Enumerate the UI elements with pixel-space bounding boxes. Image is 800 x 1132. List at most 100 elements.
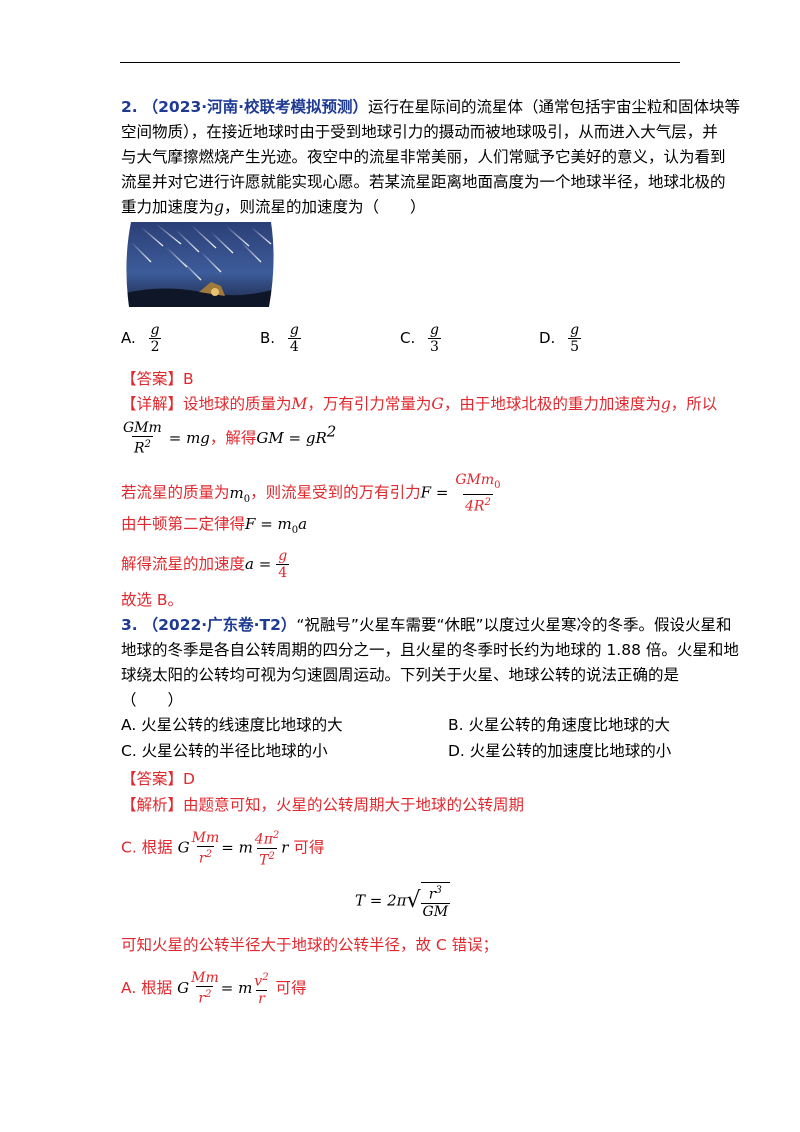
q3-line4: （ ） — [121, 691, 184, 709]
fraction-numerator: g — [278, 548, 288, 564]
fraction-denominator: 5 — [568, 338, 582, 355]
q3-period-equation: T = 2π√ r3 GM — [355, 882, 451, 920]
fraction-numerator: g — [289, 322, 299, 338]
sqrt-sign: √ — [406, 887, 421, 913]
meteor-shower-image — [121, 222, 278, 307]
q2-line4: 流星并对它进行许愿就能实现心愿。若某流星距离地面高度为一个地球半径，地球北极的 — [121, 173, 726, 191]
detail-text: 设地球的质量为 — [183, 395, 292, 413]
q2-source: （2023·河南·校联考模拟预测） — [142, 98, 369, 116]
q2-option-b[interactable]: B. g 4 — [260, 322, 301, 355]
q2-option-a[interactable]: A. g 2 — [121, 322, 162, 355]
symbol-G: G — [177, 978, 190, 997]
q2-option-c[interactable]: C. g 3 — [400, 322, 441, 355]
q3-line3: 球绕太阳的公转均可视为匀速圆周运动。下列关于火星、地球公转的说法正确的是 — [121, 666, 680, 684]
analysis-text: 由题意可知，火星的公转周期大于地球的公转周期 — [183, 796, 525, 814]
q2-text-5a: 重力加速度为 — [121, 198, 215, 216]
option-fraction: g 4 — [287, 322, 301, 355]
force-text: ，则流星受到的万有引力 — [250, 483, 421, 502]
q2-number: 2. — [121, 98, 138, 116]
eq3-fraction: GMm0 4R2 — [453, 472, 502, 514]
fraction-denominator: 2 — [148, 338, 162, 355]
q2-choose: 故选 B。 — [121, 591, 184, 609]
q3-option-d[interactable]: D. 火星公转的加速度比地球的小 — [448, 742, 672, 760]
q2-accel-line: 解得流星的加速度a = g 4 — [121, 548, 290, 581]
c-eq-mid: = m — [221, 838, 253, 857]
q3-conclusion: 可知火星的公转半径大于地球的公转半径，故 C 错误； — [121, 936, 499, 954]
c-fraction-2: 4π2 T2 — [253, 828, 281, 868]
newton-text: 由牛顿第二定律得 — [121, 515, 246, 533]
symbol-G: G — [177, 838, 190, 857]
eq3-lhs: F = — [420, 483, 449, 502]
eq5-lhs: a = — [245, 555, 272, 573]
q2-line2: 空间物质），在接近地球时由于受到地球引力的摄动而被地球吸引，从而进入大气层，并 — [121, 123, 718, 141]
q3-option-a[interactable]: A. 火星公转的线速度比地球的大 — [121, 716, 343, 734]
fraction-denominator: r — [256, 989, 267, 1007]
q2-g-symbol: g — [214, 198, 224, 216]
t-fraction: r3 GM — [420, 882, 451, 920]
fraction-numerator: Mm — [191, 829, 220, 846]
q2-newton-line: 由牛顿第二定律得F = m0a — [121, 511, 307, 544]
analysis-tag: 【解析】 — [121, 796, 184, 814]
accel-text: 解得流星的加速度 — [121, 555, 246, 573]
option-fraction: g 3 — [428, 322, 441, 355]
c-prefix: C. 根据 — [121, 838, 173, 857]
den-symbol: R — [133, 440, 145, 457]
symbol-r: r — [281, 838, 289, 857]
detail-text: ，由于地球北极的重力加速度为 — [443, 395, 661, 413]
fraction-numerator: v2 — [254, 972, 269, 990]
header-rule — [120, 62, 680, 63]
detail-tag: 【详解】 — [121, 395, 184, 413]
option-fraction: g 5 — [568, 322, 582, 355]
detail-text: ，所以 — [670, 395, 718, 413]
fraction-numerator: GMm — [123, 420, 162, 436]
q3-a-equation-line: A. 根据 G Mm r2 = m v2 r 可得 — [121, 970, 307, 1007]
fraction-denominator: r2 — [196, 845, 214, 866]
eq4: F = m0a — [245, 515, 308, 536]
option-label: C. — [400, 329, 416, 347]
q3-source: （2022·广东卷·T2） — [142, 616, 297, 634]
fraction-numerator: Mm — [191, 970, 219, 986]
fraction-denominator: T2 — [257, 847, 277, 868]
a-fraction-1: Mm r2 — [189, 970, 221, 1007]
symbol-m0: m0 — [229, 483, 251, 505]
option-label: A. — [121, 329, 136, 347]
q2-answer: 【答案】B — [121, 370, 194, 388]
symbol-M: M — [291, 395, 308, 413]
option-label: B. — [260, 329, 276, 347]
a-suffix: 可得 — [275, 978, 307, 997]
mass-text: 若流星的质量为 — [121, 483, 230, 502]
fraction-denominator: 4R2 — [463, 493, 493, 514]
detail-text: ，万有引力常量为 — [307, 395, 432, 413]
q2-line5: 重力加速度为g，则流星的加速度为（ ） — [121, 194, 425, 220]
fraction-numerator: g — [430, 322, 439, 338]
q3-option-c[interactable]: C. 火星公转的半径比地球的小 — [121, 742, 328, 760]
q2-line3: 与大气摩擦燃烧产生光迹。夜空中的流星非常美丽，人们常赋予它美好的意义，认为看到 — [121, 148, 726, 166]
a-fraction-2: v2 r — [252, 970, 270, 1007]
fraction-numerator: r3 — [428, 885, 442, 903]
q3-text-1: “祝融号”火星车需要“休眠”以度过火星寒冷的冬季。假设火星和 — [296, 616, 732, 634]
symbol-g: g — [660, 395, 671, 413]
fraction-denominator: R2 — [131, 436, 153, 457]
q3-line1: 3. （2022·广东卷·T2）“祝融号”火星车需要“休眠”以度过火星寒冷的冬季… — [121, 612, 732, 638]
fraction-numerator: g — [150, 322, 160, 338]
q3-option-b[interactable]: B. 火星公转的角速度比地球的大 — [448, 716, 670, 734]
fraction-numerator: g — [570, 322, 580, 338]
q3-c-equation-line: C. 根据 G Mm r2 = m 4π2 T2 r 可得 — [121, 828, 324, 868]
q2-text-5b: ，则流星的加速度为（ ） — [223, 198, 426, 216]
a-prefix: A. 根据 — [121, 978, 173, 997]
q2-option-d[interactable]: D. g 5 — [539, 322, 582, 355]
solve-text: ，解得 — [209, 428, 257, 447]
q3-number: 3. — [121, 616, 138, 634]
fraction-denominator: GM — [420, 902, 451, 920]
fraction-denominator: 4 — [287, 338, 301, 355]
q2-detail-line1: 【详解】设地球的质量为M，万有引力常量为G，由于地球北极的重力加速度为g，所以 — [121, 391, 717, 417]
fraction-denominator: 3 — [428, 338, 441, 355]
a-eq-mid: = m — [220, 978, 253, 997]
symbol-G: G — [431, 395, 444, 413]
eq-rhs: = mg — [168, 428, 210, 447]
fraction-numerator: GMm0 — [455, 472, 501, 491]
eq-2: GM = gR — [256, 428, 327, 447]
fraction-numerator: 4π2 — [254, 830, 280, 848]
q3-analysis: 【解析】由题意可知，火星的公转周期大于地球的公转周期 — [121, 792, 524, 818]
q2-equation-1: GMm R2 = mg，解得GM = gR2 — [123, 420, 337, 457]
